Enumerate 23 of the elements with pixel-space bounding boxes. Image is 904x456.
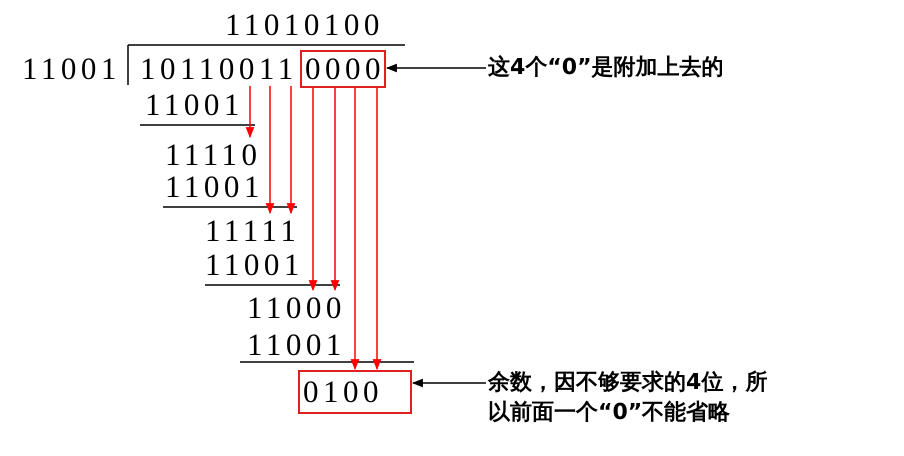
- arrow: [246, 86, 254, 138]
- arrow: [412, 378, 486, 388]
- subtrahend-digits: 11001: [145, 88, 244, 122]
- arrow: [386, 64, 486, 72]
- subtrahend-digits: 11001: [165, 170, 264, 204]
- appended-zeros-box: 0000: [300, 50, 386, 88]
- subtrahend-digits: 11001: [205, 248, 304, 282]
- annotation-text: 余数，因不够要求的4位，所以前面一个“0”不能省略: [488, 368, 786, 428]
- partial-remainder: 11111: [205, 214, 307, 248]
- arrow: [350, 88, 360, 370]
- quotient-digits: 11010100: [225, 8, 384, 42]
- partial-remainder: 11110: [165, 138, 267, 172]
- arrow: [372, 88, 382, 370]
- arrow: [308, 88, 318, 292]
- arrow: [266, 86, 274, 214]
- arrow: [330, 88, 340, 292]
- partial-remainder: 11000: [247, 291, 349, 325]
- annotation-text: 这4个“0”是附加上去的: [488, 53, 818, 83]
- divisor-digits: 11001: [22, 52, 121, 86]
- subtrahend-digits: 11001: [247, 328, 346, 362]
- remainder-box: 0100: [298, 370, 412, 414]
- arrow: [286, 86, 296, 214]
- dividend-digits: 10110011: [140, 52, 300, 86]
